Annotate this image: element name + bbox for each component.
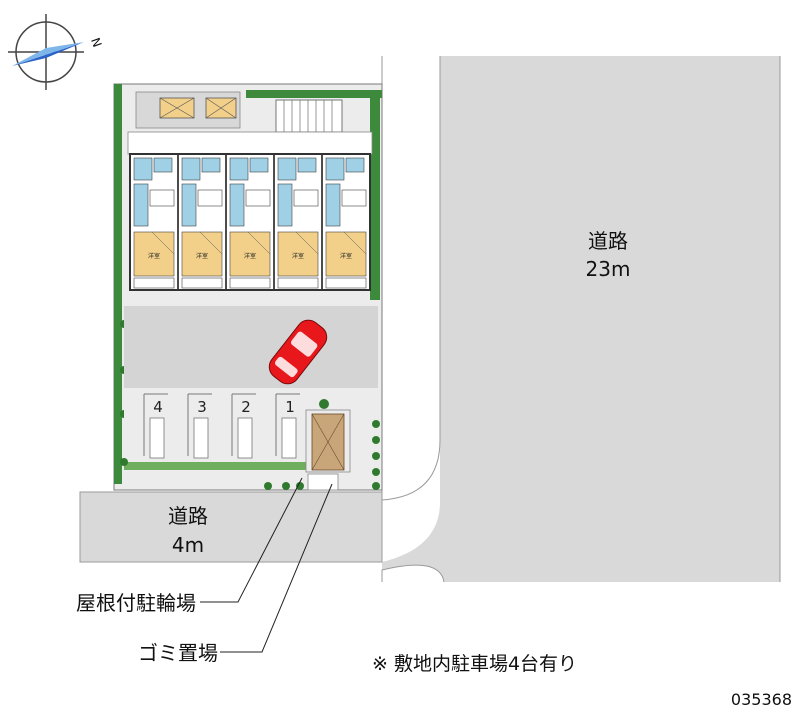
parking-slot: 4 [143,393,168,459]
garbage-label: ゴミ置場 [138,641,218,665]
bicycle-parking-label: 屋根付駐輪場 [76,591,196,615]
parking-area [124,306,378,388]
parking-slot-number: 2 [241,398,251,416]
property-id: 035368 [731,690,792,709]
apartment-building: 洋室 洋室 洋室 洋室 洋室 [129,153,371,291]
apartment-unit: 洋室 [129,153,179,291]
car-icon [268,319,328,385]
hedge-top [246,90,382,98]
side-road: 道路 4m [79,491,383,563]
parking-slot-number: 4 [153,398,163,416]
hedge-right [370,90,380,300]
leader-garbage [220,483,333,653]
side-road-name: 道路 [168,504,208,528]
apartment-unit: 洋室 [321,153,371,291]
north-label: N [88,36,104,49]
parking-slot-number: 1 [285,398,295,416]
stairs [275,99,343,133]
apartment-unit: 洋室 [225,153,275,291]
unit-room-label: 洋室 [196,252,208,260]
parking-slot: 1 [275,393,300,459]
property-lot: 洋室 洋室 洋室 洋室 洋室 4 3 2 1 [113,83,383,491]
unit-room-label: 洋室 [148,252,160,260]
parking-slot: 3 [187,393,212,459]
unit-room-label: 洋室 [340,252,352,260]
unit-room-label: 洋室 [244,252,256,260]
hedge-left [114,84,122,484]
parking-slot: 2 [231,393,256,459]
main-road-name: 道路 [588,229,628,253]
main-road: 道路 23m [375,56,781,583]
parking-slot-number: 3 [197,398,207,416]
parking-slots: 4 3 2 1 [143,393,300,459]
unit-room-label: 洋室 [292,252,304,260]
compass: N [8,14,104,90]
hedge-bottom [124,462,310,470]
apartment-unit: 洋室 [273,153,323,291]
leader-bicycle [200,477,303,603]
main-road-width: 23m [586,257,631,281]
side-road-width: 4m [172,533,204,557]
parking-note: ※ 敷地内駐車場4台有り [372,653,577,675]
